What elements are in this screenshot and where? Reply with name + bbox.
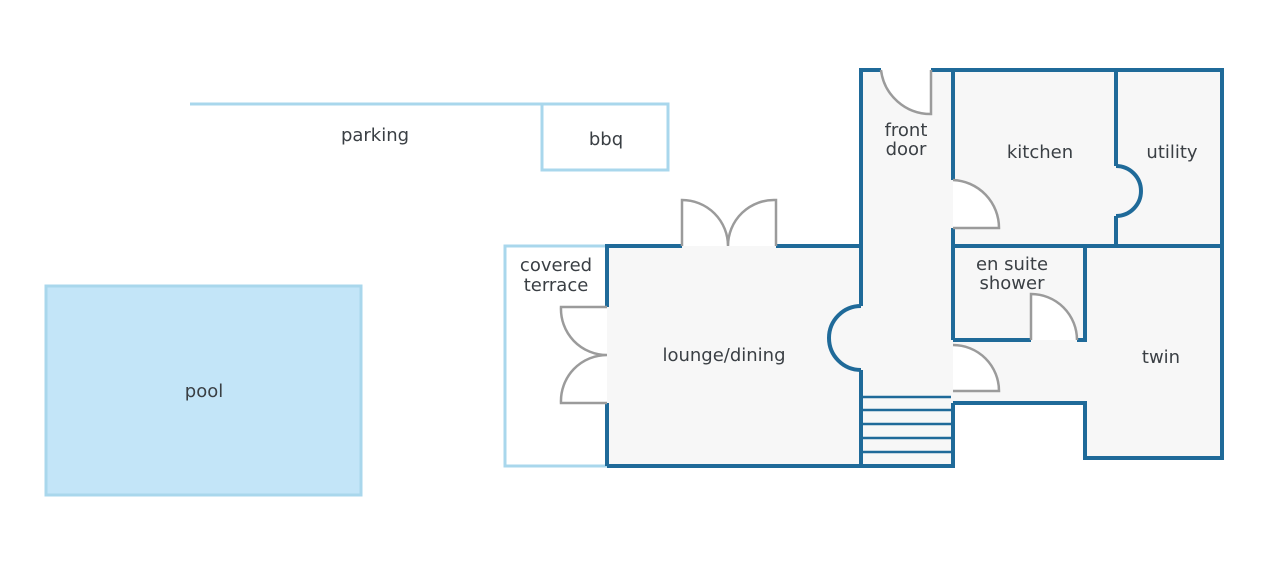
label-parking: parking (341, 125, 409, 146)
label-utility: utility (1146, 142, 1198, 163)
covered-terrace-outline (503, 244, 607, 468)
label-lounge-dining: lounge/dining (662, 345, 785, 366)
ensuite-door (1029, 292, 1079, 341)
label-front-door-line1: front (885, 120, 928, 141)
label-en-suite-line1: en suite (976, 254, 1048, 275)
bbq-area (540, 102, 670, 172)
utility-floor (1116, 70, 1222, 246)
twin-outer-wall (953, 401, 1224, 460)
twin-door (952, 343, 1001, 393)
front-door (879, 69, 933, 116)
hall-floor (861, 70, 953, 466)
lounge-floor (607, 246, 861, 466)
pool-area (44, 284, 363, 497)
label-twin: twin (1142, 347, 1180, 368)
utility-door (1115, 164, 1143, 218)
lounge-top-double-door (680, 198, 778, 247)
label-bbq: bbq (589, 129, 623, 150)
label-covered-terrace-line2: terrace (524, 275, 589, 296)
kitchen-door (952, 178, 1001, 230)
label-front-door-line2: door (886, 139, 927, 160)
hall-door (827, 304, 862, 372)
label-covered-terrace-line1: covered (520, 255, 592, 276)
label-kitchen: kitchen (1007, 142, 1073, 163)
label-en-suite-line2: shower (980, 273, 1046, 294)
terrace-double-door (559, 305, 608, 405)
label-pool: pool (185, 381, 223, 402)
twin-floor (953, 246, 1222, 458)
